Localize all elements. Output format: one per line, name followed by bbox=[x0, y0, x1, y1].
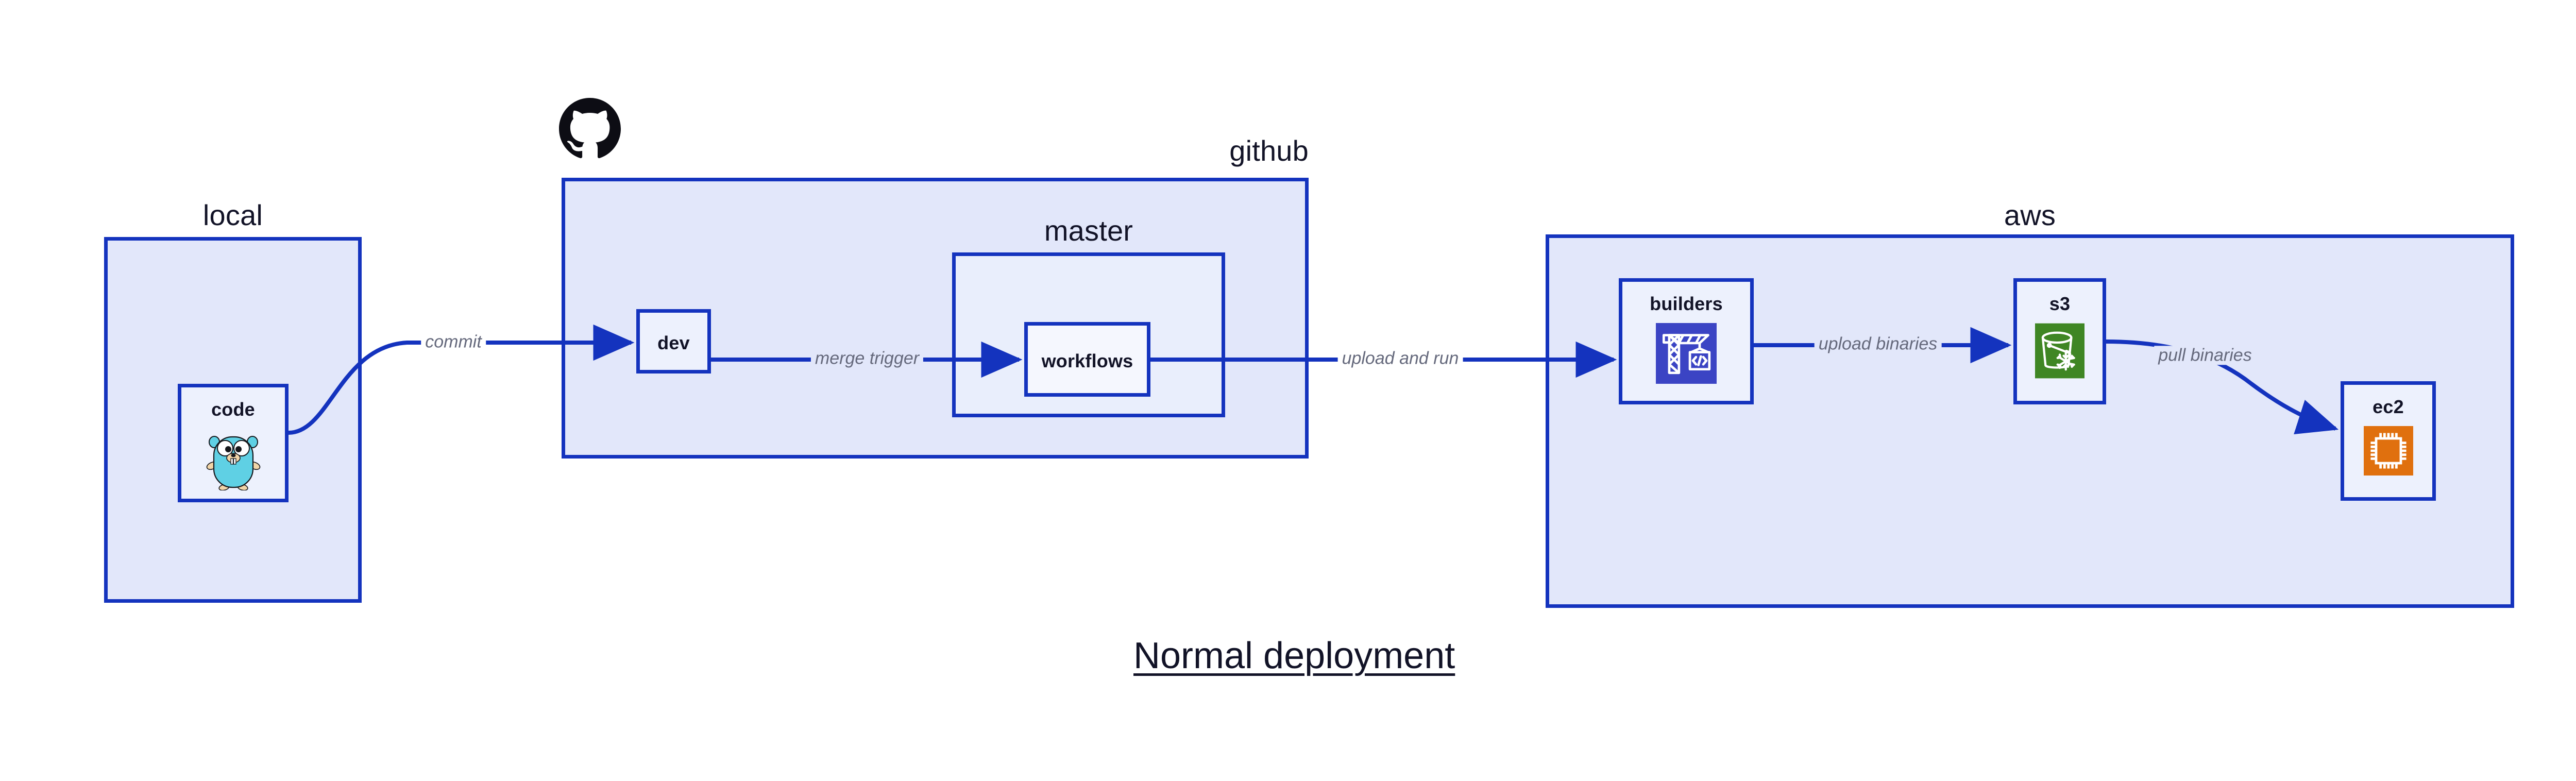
edge-label-upload-and-run: upload and run bbox=[1337, 348, 1463, 368]
edge-label-upload-binaries: upload binaries bbox=[1814, 334, 1942, 354]
node-code[interactable]: code bbox=[178, 384, 289, 502]
node-s3-label: s3 bbox=[2049, 293, 2071, 314]
node-builders[interactable]: builders bbox=[1619, 278, 1754, 404]
edge-label-merge-trigger: merge trigger bbox=[810, 348, 924, 368]
edge-label-commit: commit bbox=[421, 332, 486, 352]
node-builders-label: builders bbox=[1650, 293, 1723, 314]
node-dev-label: dev bbox=[657, 332, 690, 353]
group-label-github: github bbox=[1229, 134, 1309, 167]
github-octocat-logo bbox=[559, 98, 621, 160]
group-label-local: local bbox=[202, 199, 263, 231]
diagram-caption: Normal deployment bbox=[1133, 635, 1455, 676]
go-gopher-icon bbox=[206, 429, 261, 491]
node-ec2[interactable]: ec2 bbox=[2341, 381, 2436, 501]
node-s3[interactable]: s3 bbox=[2013, 278, 2106, 404]
node-workflows[interactable]: workflows bbox=[1024, 322, 1150, 397]
edge-label-pull-binaries: pull binaries bbox=[2154, 345, 2256, 365]
node-ec2-label: ec2 bbox=[2372, 396, 2404, 417]
crane-code-icon bbox=[1656, 323, 1717, 384]
node-code-label: code bbox=[211, 399, 255, 420]
cpu-chip-icon bbox=[2363, 426, 2413, 476]
bucket-snowflake-icon bbox=[2035, 323, 2084, 379]
node-dev[interactable]: dev bbox=[636, 309, 711, 373]
node-workflows-label: workflows bbox=[1041, 350, 1133, 371]
group-label-master: master bbox=[1044, 214, 1133, 247]
group-label-aws: aws bbox=[2004, 199, 2056, 231]
